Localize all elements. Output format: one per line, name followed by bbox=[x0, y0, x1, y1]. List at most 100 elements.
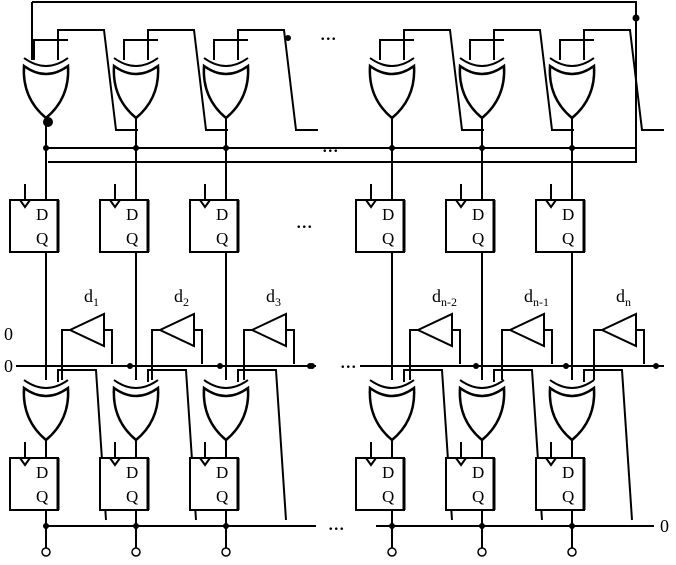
junction-dot bbox=[133, 145, 139, 151]
buffer-label-subscript: n-2 bbox=[441, 295, 457, 309]
buffer-out-wire bbox=[151, 329, 160, 380]
input-zero-top: 0 bbox=[4, 324, 13, 344]
dff-d-label: D bbox=[126, 205, 138, 224]
buffer-label-subscript: 2 bbox=[183, 295, 189, 309]
bottom-dff-5: DQ bbox=[445, 442, 496, 511]
buffer-feedback-wire bbox=[452, 329, 461, 364]
buffer-label-6: dn bbox=[616, 286, 631, 309]
top-xor-input-wire bbox=[123, 39, 158, 60]
output-terminal-6 bbox=[567, 547, 577, 557]
buffer-out-wire bbox=[501, 329, 510, 380]
output-terminal-4 bbox=[387, 547, 397, 557]
top-xor-input-wire bbox=[379, 39, 414, 60]
bottom-xor-feed-wire bbox=[57, 369, 107, 521]
bottom-dff-6: DQ bbox=[535, 442, 586, 511]
bottom-dff-1: DQ bbox=[9, 442, 60, 511]
bottom-xor-gate-2 bbox=[112, 379, 160, 442]
junction-dot bbox=[43, 145, 49, 151]
buffer-feedback-wire bbox=[194, 329, 203, 364]
buffer-6 bbox=[599, 312, 637, 348]
buffer-5 bbox=[507, 312, 545, 348]
bottom-xor-gate-5 bbox=[458, 379, 506, 442]
dff-q-label: Q bbox=[216, 229, 228, 248]
junction-dot bbox=[285, 35, 291, 41]
output-terminal-1 bbox=[41, 547, 51, 557]
dff-d-label: D bbox=[36, 463, 48, 482]
buffer-feedback-wire bbox=[544, 329, 553, 364]
junction-dot bbox=[479, 145, 485, 151]
dff-q-label: Q bbox=[562, 229, 574, 248]
buffer-1 bbox=[67, 312, 105, 348]
top-xor-feed-wire bbox=[583, 29, 664, 131]
top-dff-1: DQ bbox=[9, 184, 60, 253]
buffer-label-subscript: n bbox=[625, 295, 631, 309]
top-dff-6: DQ bbox=[535, 184, 586, 253]
top-xor-input-wire bbox=[213, 39, 248, 60]
bottom-xor-feed-wire bbox=[147, 369, 197, 521]
buffer-out-wire bbox=[409, 329, 418, 380]
dff-q-label: Q bbox=[562, 487, 574, 506]
top-xor-gate-2 bbox=[112, 57, 160, 120]
dff-q-label: Q bbox=[472, 487, 484, 506]
ellipsis-dff-top: ... bbox=[296, 208, 313, 233]
top-dff-2: DQ bbox=[99, 184, 150, 253]
bottom-dff-3: DQ bbox=[189, 442, 240, 511]
bottom-dff-4: DQ bbox=[355, 442, 406, 511]
ellipsis-top: ... bbox=[320, 20, 337, 45]
top-xor-gate-3 bbox=[202, 57, 250, 120]
dff-d-label: D bbox=[472, 463, 484, 482]
buffer-label-5: dn-1 bbox=[524, 286, 549, 309]
buffer-3 bbox=[249, 312, 287, 348]
dff-q-label: Q bbox=[36, 487, 48, 506]
junction-dot bbox=[563, 363, 569, 369]
junction-dot bbox=[653, 363, 659, 369]
top-xor-feed-wire bbox=[237, 29, 318, 131]
junction-dot bbox=[127, 363, 133, 369]
buffer-label-1: d1 bbox=[84, 286, 99, 309]
top-dff-3: DQ bbox=[189, 184, 240, 253]
top-xor-feed-wire bbox=[57, 29, 138, 131]
buffer-label-subscript: 3 bbox=[275, 295, 281, 309]
input-zero-right: 0 bbox=[660, 516, 669, 536]
buffer-4 bbox=[415, 312, 453, 348]
dff-d-label: D bbox=[562, 205, 574, 224]
dff-d-label: D bbox=[472, 205, 484, 224]
output-terminal-2 bbox=[131, 547, 141, 557]
top-xor-input-wire bbox=[559, 39, 594, 60]
dff-q-label: Q bbox=[126, 487, 138, 506]
top-xor-feed-wire bbox=[403, 29, 484, 131]
dff-d-label: D bbox=[126, 463, 138, 482]
ellipsis-bottom: ... bbox=[328, 510, 345, 535]
junction-dot bbox=[217, 363, 223, 369]
buffer-label-subscript: 1 bbox=[93, 295, 99, 309]
buffer-out-wire bbox=[593, 329, 602, 380]
bottom-xor-feed-wire bbox=[583, 369, 633, 521]
dff-q-label: Q bbox=[382, 229, 394, 248]
junction-dot-large bbox=[43, 117, 53, 127]
dff-d-label: D bbox=[216, 463, 228, 482]
dff-q-label: Q bbox=[216, 487, 228, 506]
ellipsis-mid: ... bbox=[340, 348, 357, 373]
dff-d-label: D bbox=[382, 463, 394, 482]
buffer-feedback-wire bbox=[286, 329, 295, 364]
dff-d-label: D bbox=[562, 463, 574, 482]
top-xor-gate-1 bbox=[22, 57, 70, 120]
buffer-label-4: dn-2 bbox=[432, 286, 457, 309]
bottom-xor-feed-wire bbox=[403, 369, 453, 521]
top-xor-input-wire bbox=[469, 39, 504, 60]
junction-dot bbox=[473, 363, 479, 369]
bottom-xor-feed-wire bbox=[237, 369, 287, 521]
bottom-xor-feed-wire bbox=[493, 369, 543, 521]
bottom-xor-gate-4 bbox=[368, 379, 416, 442]
dff-d-label: D bbox=[36, 205, 48, 224]
buffer-label-subscript: n-1 bbox=[533, 295, 549, 309]
top-xor-feed-wire bbox=[493, 29, 574, 131]
dff-d-label: D bbox=[216, 205, 228, 224]
bottom-xor-gate-3 bbox=[202, 379, 250, 442]
dff-q-label: Q bbox=[126, 229, 138, 248]
bottom-xor-gate-6 bbox=[548, 379, 596, 442]
junction-dot bbox=[569, 145, 575, 151]
top-dff-5: DQ bbox=[445, 184, 496, 253]
buffer-label-3: d3 bbox=[266, 286, 281, 309]
